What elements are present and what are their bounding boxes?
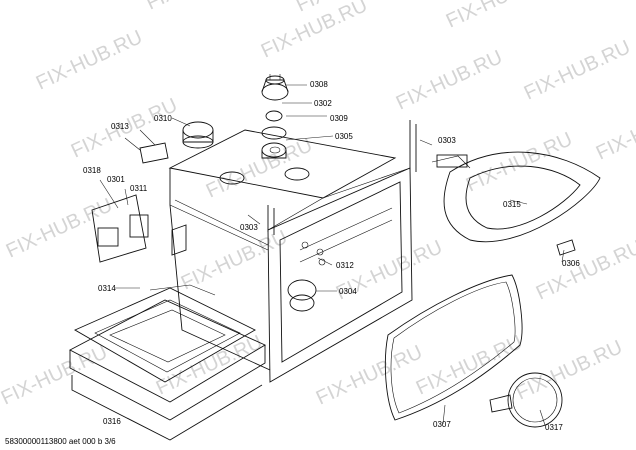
watermark-text: FIX-HUB.RU	[463, 128, 576, 196]
clamp-part	[124, 137, 169, 164]
label-0315: 0315	[503, 200, 521, 209]
label-0314: 0314	[98, 284, 116, 293]
label-0303-top: 0303	[438, 136, 456, 145]
watermark-text: FIX-HUB.RU	[0, 341, 111, 409]
label-0305: 0305	[335, 132, 353, 141]
convection-fan-assembly	[261, 74, 289, 159]
clip-part	[556, 239, 576, 256]
thermostat-bracket	[91, 194, 149, 263]
watermark-text: FIX-HUB.RU	[513, 336, 626, 404]
oven-cavity	[168, 120, 417, 383]
label-0308: 0308	[310, 80, 328, 89]
watermark-layer: FIX-HUB.RU FIX-HUB.RU FIX-HUB.RU FIX-HUB…	[0, 0, 636, 410]
label-0304: 0304	[339, 287, 357, 296]
watermark-text: FIX-HUB.RU	[153, 331, 266, 399]
label-0310: 0310	[154, 114, 172, 123]
label-0311: 0311	[130, 184, 148, 193]
label-0307: 0307	[433, 420, 451, 429]
watermark-text: FIX-HUB.RU	[593, 96, 636, 164]
label-0317: 0317	[545, 423, 563, 432]
leader-lines	[99, 84, 565, 426]
watermark-text: FIX-HUB.RU	[533, 236, 636, 304]
watermark-text: FIX-HUB.RU	[143, 0, 256, 15]
label-0312: 0312	[336, 261, 354, 270]
label-0313: 0313	[111, 122, 129, 131]
door-seal	[384, 274, 523, 421]
inner-parts	[287, 241, 326, 312]
watermark-text: FIX-HUB.RU	[521, 36, 634, 104]
upper-heating-element	[431, 151, 601, 243]
watermark-text: FIX-HUB.RU	[33, 26, 146, 94]
watermark-text: FIX-HUB.RU	[393, 46, 506, 114]
label-0309: 0309	[330, 114, 348, 123]
insulation-mat	[69, 299, 266, 441]
watermark-text: FIX-HUB.RU	[413, 331, 526, 399]
label-0316: 0316	[103, 417, 121, 426]
label-0306: 0306	[562, 259, 580, 268]
footer-reference: 58300000113800 aet 000 b 3/6	[5, 437, 116, 446]
watermark-text: FIX-HUB.RU	[313, 341, 426, 409]
label-0303-mid: 0303	[240, 223, 258, 232]
part-labels: 0308 0302 0309 0305 0313 0310 0303 0303 …	[83, 80, 580, 432]
fan-cover	[182, 121, 214, 149]
watermark-text: FIX-HUB.RU	[443, 0, 556, 33]
ring-heating-element	[489, 372, 563, 428]
label-0302: 0302	[314, 99, 332, 108]
watermark-text: FIX-HUB.RU	[178, 226, 291, 294]
label-0318: 0318	[83, 166, 101, 175]
label-0301: 0301	[107, 175, 125, 184]
